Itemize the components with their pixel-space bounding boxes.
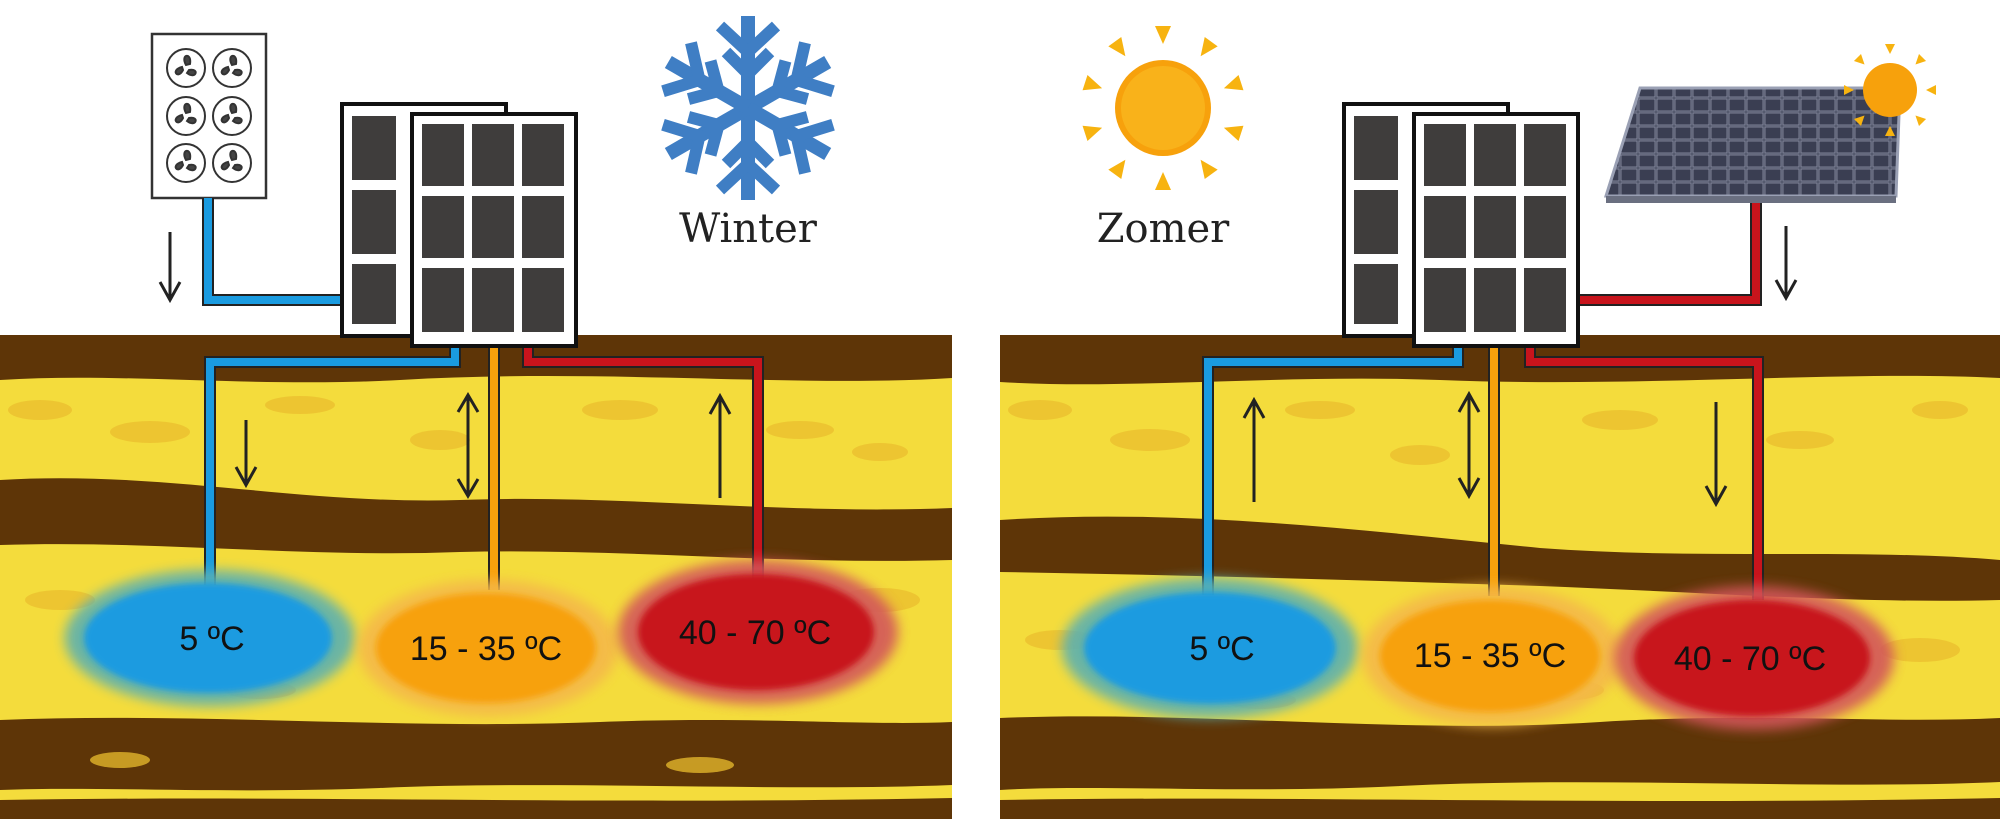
summer-panel: Zomer	[1000, 26, 2000, 819]
reservoir-cold: 5 ºC	[1062, 578, 1358, 718]
reservoir-hot: 40 - 70 ºC	[1614, 586, 1894, 730]
flow-arrows	[1242, 390, 1728, 508]
reservoir-cold: 5 ºC	[65, 570, 355, 706]
temperature-label: 15 - 35 ºC	[410, 630, 562, 668]
snowflake-icon	[654, 16, 841, 200]
arrow-up-icon	[708, 392, 732, 498]
temperature-label: 40 - 70 ºC	[1674, 640, 1826, 678]
small-sun-icon	[1844, 44, 1936, 136]
heat-exchanger-icon	[1342, 102, 1580, 348]
reservoir-medium: 15 - 35 ºC	[1362, 586, 1622, 726]
arrow-down-icon	[234, 420, 258, 489]
arrow-up-icon	[1242, 396, 1266, 502]
arrow-both-icon	[456, 392, 480, 499]
reservoir-hot: 40 - 70 ºC	[618, 560, 898, 704]
temperature-label: 5 ºC	[179, 620, 244, 658]
temperature-label: 5 ºC	[1189, 630, 1254, 668]
temperature-label: 15 - 35 ºC	[1414, 637, 1566, 675]
reservoir-medium: 15 - 35 ºC	[358, 580, 618, 716]
heat-exchanger-icon	[340, 102, 578, 348]
flow-arrow-down-icon	[158, 232, 182, 304]
arrow-both-icon	[1457, 390, 1481, 500]
winter-panel: Winter	[0, 16, 952, 819]
arrow-down-icon	[1704, 402, 1728, 508]
panel-divider	[952, 0, 1000, 819]
season-label-summer: Zomer	[1097, 206, 1230, 252]
flow-arrows	[234, 392, 732, 499]
flow-arrow-down-icon	[1774, 226, 1798, 302]
solar-panel-icon	[1603, 44, 1936, 203]
summer-pipes	[1202, 203, 1764, 600]
season-label-winter: Winter	[679, 206, 818, 252]
temperature-label: 40 - 70 ºC	[679, 614, 831, 652]
dry-cooler-fans-icon	[150, 32, 268, 200]
sun-icon	[1082, 26, 1244, 190]
